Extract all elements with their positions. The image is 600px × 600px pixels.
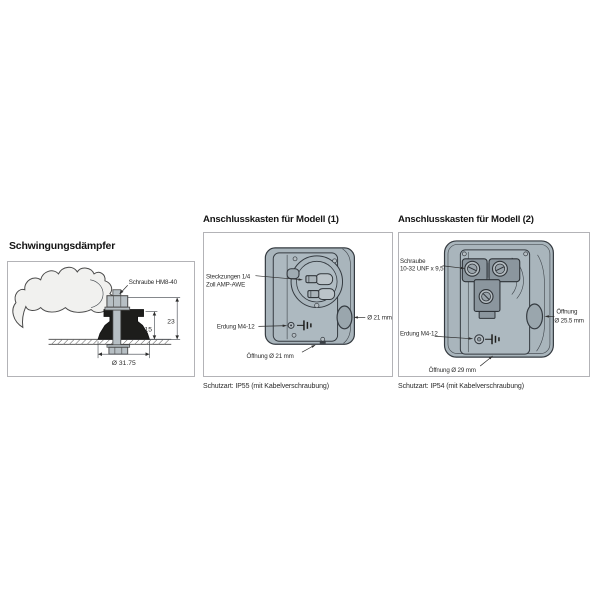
schraube-callout: Schraube HM8-40 — [119, 279, 178, 295]
junction-box-2-drawing: Schraube 10-32 UNF x 9,5 Erdung M4-12 Öf… — [400, 240, 584, 374]
spade-terminal-lower — [307, 288, 336, 301]
earth-symbol — [297, 320, 312, 331]
oeffnung-side-callout: Öffnung Ø 25.5 mm — [544, 308, 584, 324]
oeffnung-bottom-callout: Öffnung Ø 21 mm — [247, 344, 316, 360]
oeffnung-side-callout: Ø 21 mm — [353, 314, 392, 321]
corner-screws — [461, 251, 528, 257]
terminal-block — [461, 258, 521, 319]
oeffnung-bottom-label: Öffnung Ø 29 mm — [429, 367, 476, 374]
model1-figure-frame: Steckzungen 1/4 Zoll AMP-AWE Erdung M4-1… — [203, 232, 393, 377]
screw-assembly — [104, 289, 131, 355]
schraube-label: Schraube HM8-40 — [129, 279, 178, 286]
steckzungen-label-line1: Steckzungen 1/4 — [206, 274, 251, 281]
model2-panel-title: Anschlusskasten für Modell (2) — [398, 214, 534, 225]
schraube-callout: Schraube 10-32 UNF x 9,5 — [400, 258, 466, 273]
junction-box-1-drawing: Steckzungen 1/4 Zoll AMP-AWE Erdung M4-1… — [206, 247, 392, 360]
rubber-damper — [97, 309, 151, 340]
block-screw-left — [464, 260, 481, 277]
side-opening-oval — [526, 303, 544, 330]
erdung-label: Erdung M4-12 — [217, 323, 255, 330]
dim-diameter-label: Ø 31.75 — [112, 360, 136, 367]
oeffnung-side-label-line1: Öffnung — [556, 308, 578, 315]
erdung-callout: Erdung M4-12 — [400, 330, 474, 340]
ground-screw — [474, 334, 485, 345]
schraube-label-line1: Schraube — [400, 258, 426, 265]
model1-panel-title: Anschlusskasten für Modell (1) — [203, 214, 339, 225]
block-screw-middle — [478, 289, 494, 305]
oeffnung-side-label-line2: Ø 25.5 mm — [554, 317, 583, 324]
bottom-notch — [319, 340, 326, 344]
steckzungen-callout: Steckzungen 1/4 Zoll AMP-AWE — [206, 274, 303, 289]
side-opening-oval — [336, 305, 353, 330]
dim-23-label: 23 — [167, 318, 175, 325]
dimension-23: 23 — [127, 297, 181, 340]
model1-protection-note: Schutzart: IP55 (mit Kabelverschraubung) — [203, 383, 329, 390]
model2-figure-frame: Schraube 10-32 UNF x 9,5 Erdung M4-12 Öf… — [398, 232, 590, 377]
bracket-shape — [12, 266, 116, 329]
erdung-label: Erdung M4-12 — [400, 330, 438, 337]
damper-figure-frame: 15 23 Ø 31.75 Schrau — [7, 261, 195, 377]
erdung-callout: Erdung M4-12 — [217, 323, 288, 330]
damper-drawing: 15 23 Ø 31.75 Schrau — [12, 266, 181, 367]
model2-protection-note: Schutzart: IP54 (mit Kabelverschraubung) — [398, 383, 524, 390]
oeffnung-bottom-label: Öffnung Ø 21 mm — [247, 353, 294, 360]
mounting-plate — [48, 338, 172, 345]
dimension-15: 15 — [144, 311, 158, 340]
steckzungen-label-line2: Zoll AMP-AWE — [206, 282, 245, 289]
oeffnung-side-label: Ø 21 mm — [367, 314, 392, 321]
side-knob — [286, 268, 300, 280]
dimension-diameter: Ø 31.75 — [97, 341, 150, 367]
earth-symbol — [485, 334, 500, 345]
dim-15-label: 15 — [144, 326, 152, 333]
damper-panel-title: Schwingungsdämpfer — [9, 240, 116, 252]
oeffnung-bottom-callout: Öffnung Ø 29 mm — [429, 355, 494, 374]
ground-screw — [287, 321, 295, 329]
block-screw-right — [491, 260, 508, 277]
corner-screws — [291, 256, 337, 342]
spade-terminal-upper — [305, 273, 334, 286]
schraube-label-line2: 10-32 UNF x 9,5 — [400, 266, 444, 273]
